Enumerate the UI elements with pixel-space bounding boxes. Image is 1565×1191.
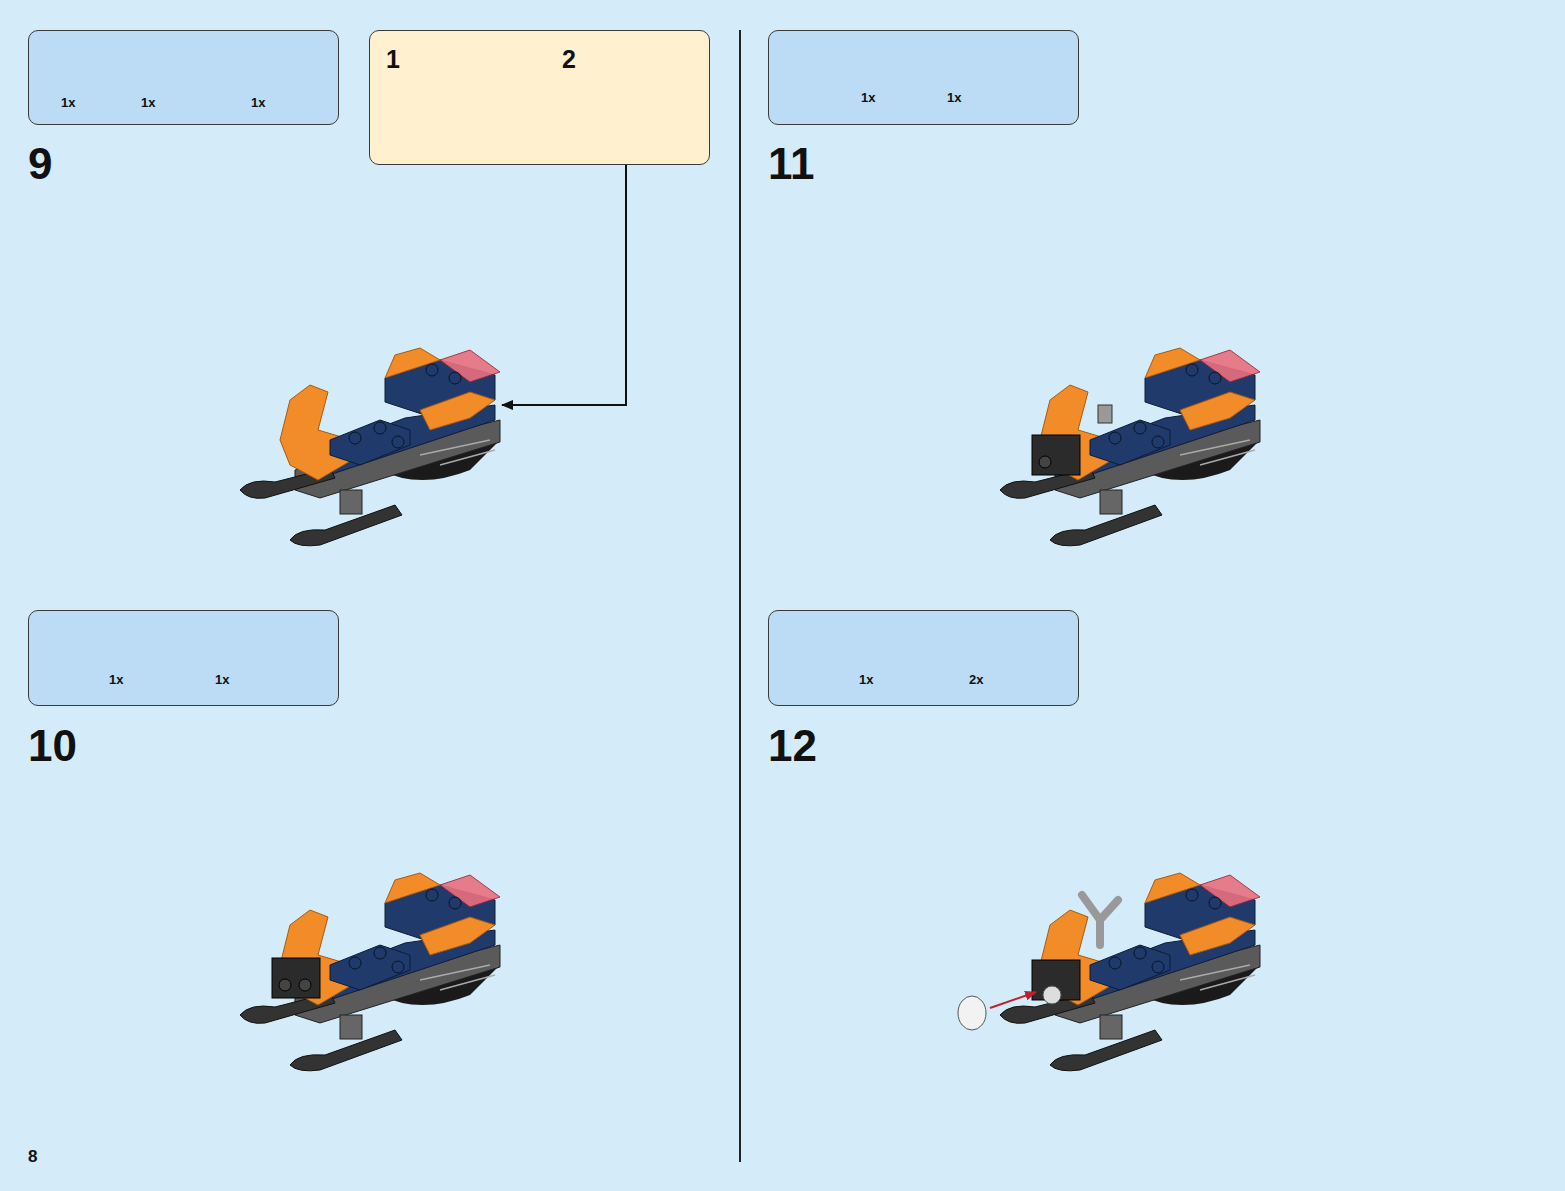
substep-number: 1	[386, 47, 400, 72]
step-number: 9	[28, 142, 52, 186]
part-count: 1x	[861, 91, 875, 104]
page-number: 8	[28, 1148, 37, 1165]
part-count: 1x	[61, 96, 75, 109]
subassembly-box: 12	[369, 30, 710, 165]
part-count: 1x	[141, 96, 155, 109]
parts-callout: 1x 1x	[768, 30, 1079, 125]
substep-number: 2	[562, 47, 576, 72]
parts-callout: 1x 1x	[28, 610, 339, 706]
part-count: 1x	[947, 91, 961, 104]
part-count: 1x	[251, 96, 265, 109]
part-count: 1x	[859, 673, 873, 686]
parts-callout: 1x 2x	[768, 610, 1079, 706]
step-number: 11	[768, 142, 815, 186]
step-number: 10	[28, 724, 77, 768]
step-number: 12	[768, 724, 817, 768]
part-count: 1x	[215, 673, 229, 686]
parts-callout: 1x 1x 1x	[28, 30, 339, 125]
part-count: 2x	[969, 673, 983, 686]
part-count: 1x	[109, 673, 123, 686]
